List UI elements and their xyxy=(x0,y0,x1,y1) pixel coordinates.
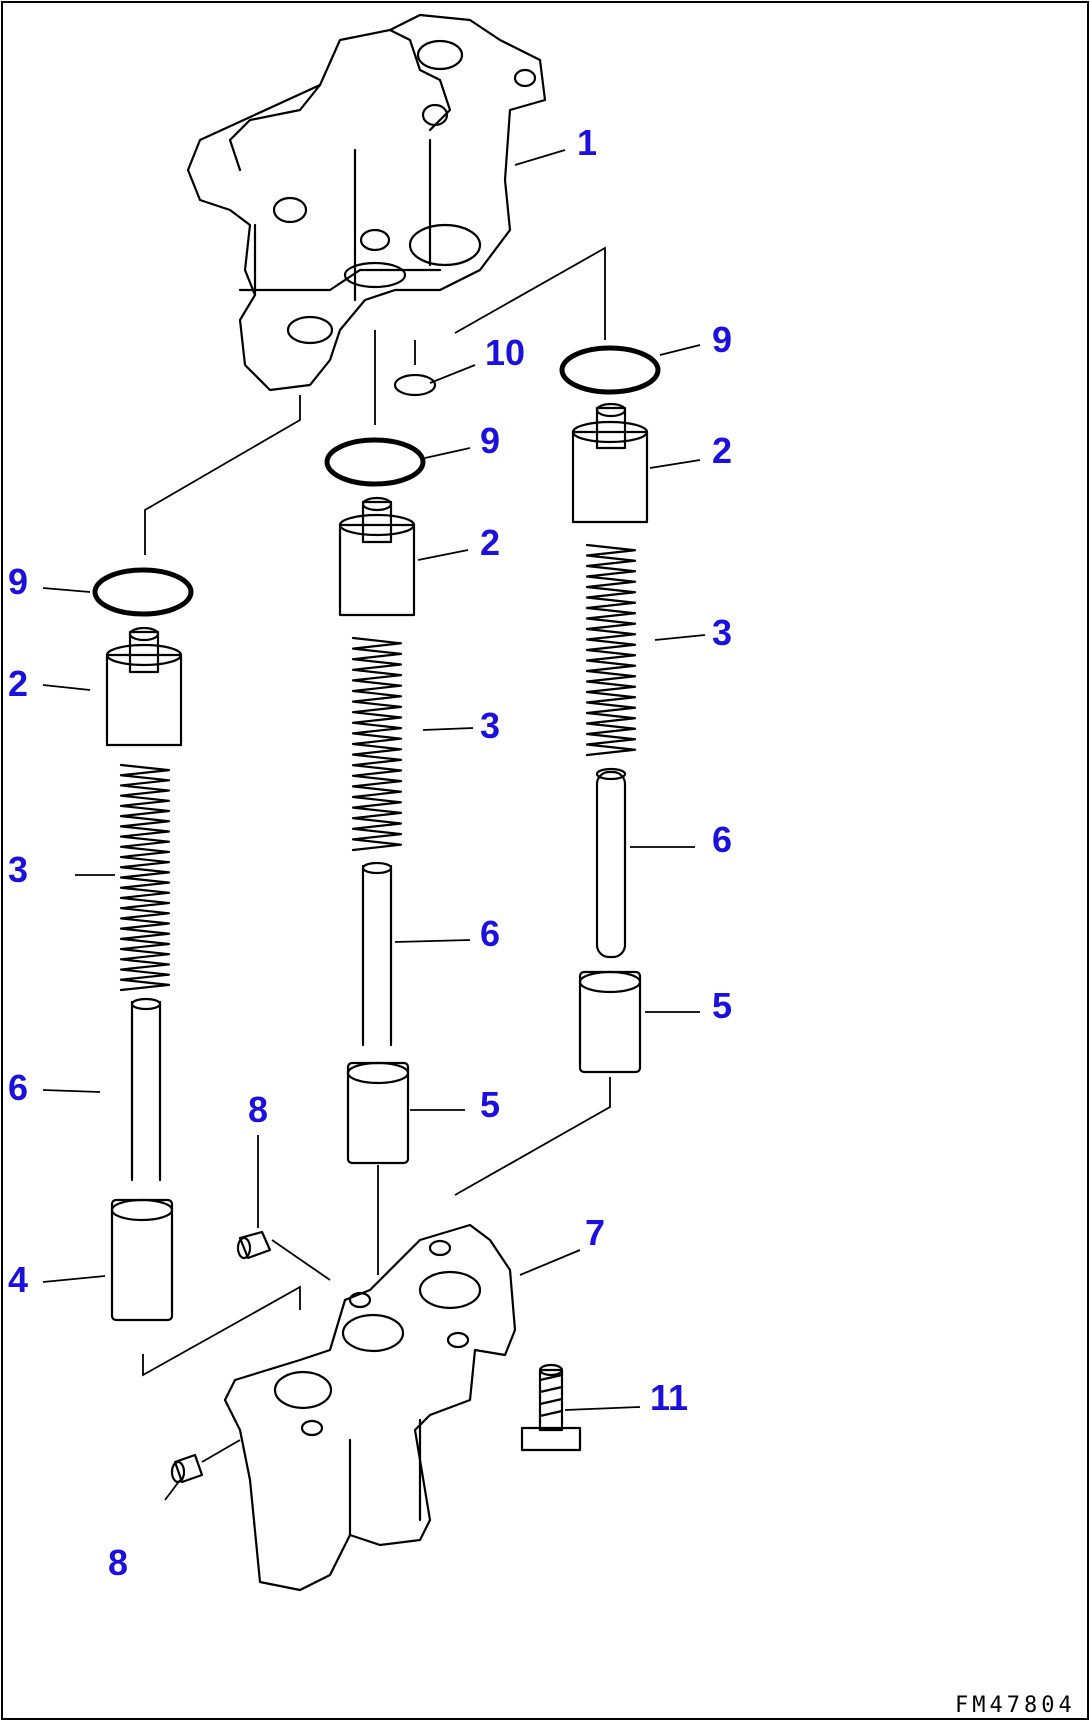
callout-2-middle: 2 xyxy=(480,522,500,563)
callout-leaders xyxy=(42,149,706,1501)
callout-6-right: 6 xyxy=(712,819,732,860)
pin-parts xyxy=(130,767,627,1182)
spring-left xyxy=(119,763,171,992)
spring-parts xyxy=(119,543,637,992)
sleeve-parts xyxy=(110,970,642,1322)
callout-2-left: 2 xyxy=(8,663,28,704)
callout-9-left: 9 xyxy=(8,561,28,602)
drawing-code: FM47804 xyxy=(955,1693,1076,1718)
callout-5-middle: 5 xyxy=(480,1084,500,1125)
spring-right xyxy=(585,543,637,757)
callout-9-middle: 9 xyxy=(480,420,500,461)
assembly-leader-lines xyxy=(142,246,611,1377)
valve-body-part xyxy=(186,13,547,392)
callout-1: 1 xyxy=(577,122,597,163)
callout-9-right: 9 xyxy=(712,319,732,360)
callout-3-left: 3 xyxy=(8,849,28,890)
o-ring-right xyxy=(559,345,661,395)
callout-6-middle: 6 xyxy=(480,913,500,954)
callout-5-right: 5 xyxy=(712,985,732,1026)
o-ring-middle xyxy=(324,437,426,487)
o-ring-left xyxy=(92,567,194,617)
callout-8-bottom: 8 xyxy=(108,1542,128,1583)
spring-middle xyxy=(351,636,403,852)
plug-parts xyxy=(170,1230,272,1484)
callout-2-right: 2 xyxy=(712,430,732,471)
callout-labels: 1 10 9 9 9 2 2 2 3 3 3 6 6 6 5 5 4 8 8 7… xyxy=(8,122,732,1583)
lower-housing-part xyxy=(223,1223,517,1592)
piston-parts xyxy=(105,402,649,747)
callout-7: 7 xyxy=(585,1212,605,1253)
callout-6-left: 6 xyxy=(8,1067,28,1108)
small-o-ring-part xyxy=(393,373,437,397)
callout-3-middle: 3 xyxy=(480,705,500,746)
bolt-part xyxy=(520,1363,582,1452)
callout-11: 11 xyxy=(650,1377,688,1418)
callout-4: 4 xyxy=(8,1259,28,1300)
callout-8-top: 8 xyxy=(248,1089,268,1130)
o-ring-parts xyxy=(92,345,661,617)
callout-10: 10 xyxy=(485,332,525,373)
callout-3-right: 3 xyxy=(712,612,732,653)
